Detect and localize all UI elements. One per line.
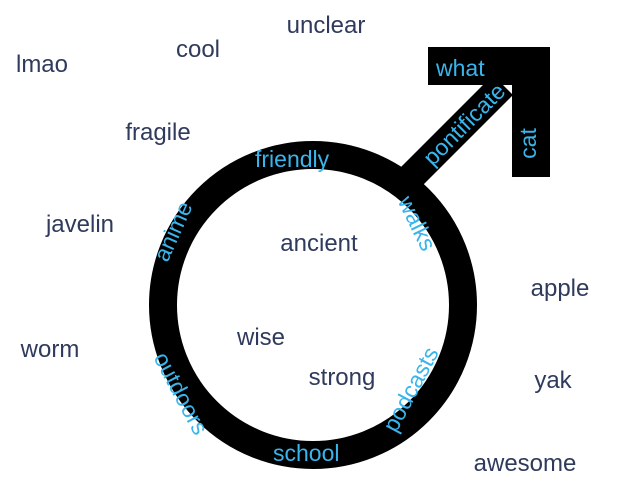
outer-word-yak: yak	[534, 367, 572, 394]
ring-word-school: school	[273, 440, 340, 466]
arrow-word-what: what	[436, 55, 485, 81]
inner-word-wise: wise	[236, 324, 286, 351]
outer-word-worm: worm	[20, 336, 80, 363]
inner-word-ancient: ancient	[280, 230, 358, 257]
outer-word-lmao: lmao	[15, 51, 69, 78]
ring-word-friendly: friendly	[255, 146, 330, 172]
outer-word-fragile: fragile	[125, 119, 191, 146]
outer-word-apple: apple	[530, 275, 590, 302]
outer-word-javelin: javelin	[45, 211, 115, 238]
symbol-arrow-head	[428, 47, 550, 177]
symbol-arrow-shaft	[394, 75, 513, 194]
outer-word-awesome: awesome	[473, 450, 577, 477]
arrow-word-cat: cat	[514, 128, 541, 159]
outer-word-cool: cool	[175, 36, 221, 63]
outer-word-unclear: unclear	[286, 12, 366, 39]
symbol-ring	[149, 141, 477, 469]
inner-word-strong: strong	[308, 364, 376, 391]
